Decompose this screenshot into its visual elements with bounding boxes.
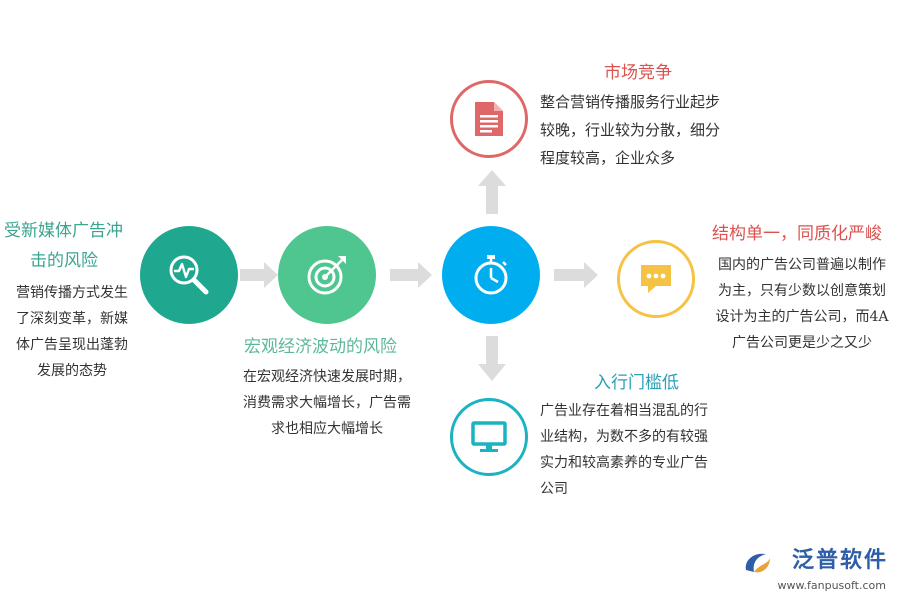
arrow-up [478,170,506,214]
bottom-body: 广告业存在着相当混乱的行 业结构，为数不多的有较强 实力和较高素养的专业广告 公… [540,398,740,502]
brand-logo-icon [745,553,770,573]
right-title: 结构单一，同质化严峻 [712,224,882,244]
right-body: 国内的广告公司普遍以制作 为主，只有少数以创意策划 设计为主的广告公司，而4A … [704,252,900,356]
left2-body-line: 消费需求大幅增长，广告需 [243,395,411,411]
brand-url: www.fanpusoft.com [777,579,886,592]
arrow-right-2 [390,262,432,288]
top-body-line: 整合营销传播服务行业起步 [540,93,721,111]
analytics-magnifier-icon [169,255,209,295]
monitor-icon [471,421,507,452]
left1-title-line2: 击的风险 [30,251,98,271]
arrow-down [478,336,506,381]
left2-title: 宏观经济波动的风险 [244,337,397,357]
left1-circle [140,226,238,324]
center-circle [442,226,540,324]
top-title: 市场竞争 [604,63,672,83]
left2-body-line: 在宏观经济快速发展时期， [243,369,411,385]
right-body-line: 广告公司更是少之又少 [732,335,872,351]
target-arrow-icon [307,256,346,295]
top-body-line: 较晚，行业较为分散，细分 [540,121,721,139]
document-icon [475,102,503,136]
right-body-line: 国内的广告公司普遍以制作 [718,257,886,273]
left1-title: 受新媒体广告冲 击的风险 [4,216,140,276]
top-body: 整合营销传播服务行业起步 较晚，行业较为分散，细分 程度较高，企业众多 [540,88,740,172]
left1-body-line: 营销传播方式发生 [16,285,128,301]
left1-title-line1: 受新媒体广告冲 [4,221,123,241]
chat-bubble-icon [641,265,671,293]
bottom-circle [450,398,528,476]
left1-body-line: 体广告呈现出蓬勃 [16,337,128,353]
left1-body-line: 了深刻变革，新媒 [16,311,128,327]
bottom-body-line: 实力和较高素养的专业广告 [540,455,708,471]
left2-body-line: 求也相应大幅增长 [271,421,383,437]
right-body-line: 为主，只有少数以创意策划 [718,283,886,299]
right-circle [617,240,695,318]
top-body-line: 程度较高，企业众多 [540,149,676,167]
stopwatch-icon [474,255,508,295]
bottom-title: 入行门槛低 [594,373,679,393]
arrow-right-3 [554,262,598,288]
right-body-line: 设计为主的广告公司，而4A [715,309,889,325]
bottom-body-line: 公司 [540,481,568,497]
brand-name: 泛普软件 [791,548,888,573]
bottom-body-line: 广告业存在着相当混乱的行 [540,403,708,419]
left1-body: 营销传播方式发生 了深刻变革，新媒 体广告呈现出蓬勃 发展的态势 [4,280,140,384]
bottom-body-line: 业结构，为数不多的有较强 [540,429,708,445]
top-circle [450,80,528,158]
left2-circle [278,226,376,324]
left1-body-line: 发展的态势 [37,363,107,379]
arrow-right-1 [240,262,278,288]
left2-body: 在宏观经济快速发展时期， 消费需求大幅增长，广告需 求也相应大幅增长 [222,364,432,442]
